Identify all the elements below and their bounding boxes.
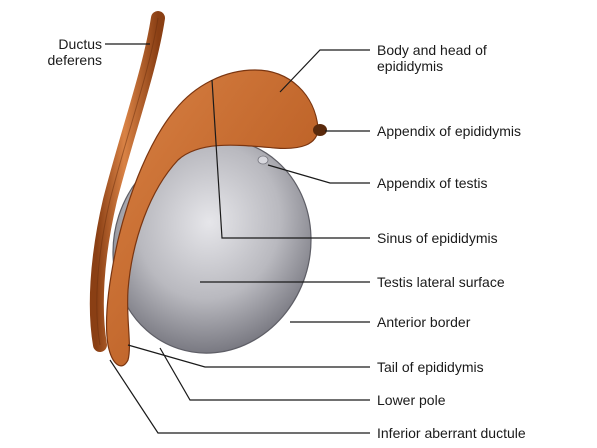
label-testis-lateral-surface: Testis lateral surface <box>377 274 505 290</box>
appendix-testis-shape <box>258 156 268 164</box>
label-body-head-epididymis: Body and head of epididymis <box>377 42 487 74</box>
label-ductus-deferens: Ductus deferens <box>20 36 102 68</box>
label-inferior-aberrant-ductule: Inferior aberrant ductule <box>377 425 526 441</box>
label-appendix-testis: Appendix of testis <box>377 175 488 191</box>
label-sinus-epididymis: Sinus of epididymis <box>377 230 498 246</box>
label-body-head-line2: epididymis <box>377 58 487 74</box>
label-ductus-deferens-line2: deferens <box>20 52 102 68</box>
appendix-epididymis-shape <box>313 124 327 136</box>
label-anterior-border: Anterior border <box>377 314 470 330</box>
label-appendix-epididymis: Appendix of epididymis <box>377 123 521 139</box>
label-body-head-line1: Body and head of <box>377 42 487 58</box>
label-lower-pole: Lower pole <box>377 392 446 408</box>
label-ductus-deferens-line1: Ductus <box>20 36 102 52</box>
label-tail-epididymis: Tail of epididymis <box>377 359 484 375</box>
